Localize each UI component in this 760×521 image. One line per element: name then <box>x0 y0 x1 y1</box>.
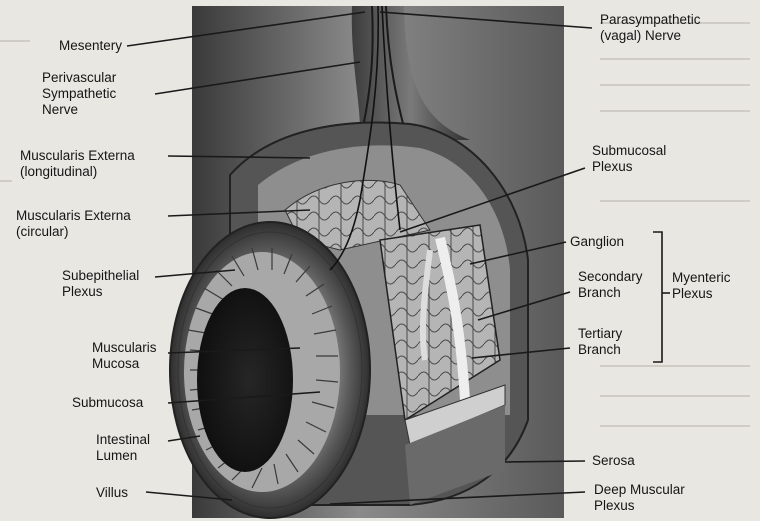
label-submucosa: Submucosa <box>72 395 143 411</box>
label-intestinal-lumen: Intestinal Lumen <box>96 432 150 464</box>
label-tertiary-branch: Tertiary Branch <box>578 326 622 358</box>
label-perivascular-sympathetic-nerve: Perivascular Sympathetic Nerve <box>42 70 116 118</box>
label-ganglion: Ganglion <box>570 234 624 250</box>
label-subepithelial-plexus: Subepithelial Plexus <box>62 268 139 300</box>
label-deep-muscular-plexus: Deep Muscular Plexus <box>594 482 685 514</box>
label-muscularis-externa-longitudinal: Muscularis Externa (longitudinal) <box>20 148 135 180</box>
label-muscularis-mucosa: Muscularis Mucosa <box>92 340 157 372</box>
label-serosa: Serosa <box>592 453 635 469</box>
label-muscularis-externa-circular: Muscularis Externa (circular) <box>16 208 131 240</box>
label-villus: Villus <box>96 485 128 501</box>
label-mesentery: Mesentery <box>20 38 122 54</box>
label-secondary-branch: Secondary Branch <box>578 269 643 301</box>
label-parasympathetic-vagal-nerve: Parasympathetic (vagal) Nerve <box>600 12 701 44</box>
label-myenteric-plexus: Myenteric Plexus <box>672 270 731 302</box>
label-submucosal-plexus: Submucosal Plexus <box>592 143 666 175</box>
